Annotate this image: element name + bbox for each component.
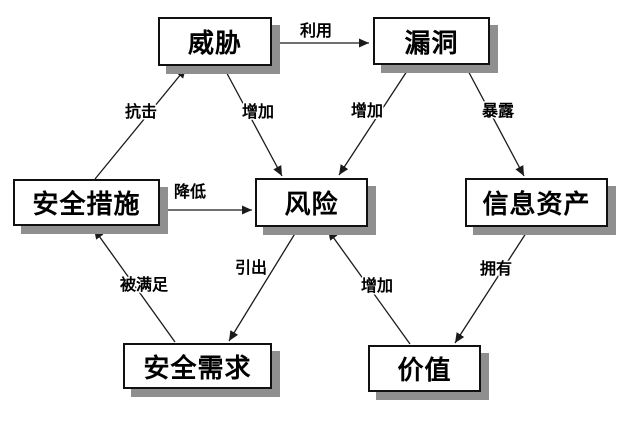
edge-line bbox=[464, 64, 525, 177]
edge-information-assets-value: 拥有 bbox=[454, 226, 531, 344]
node-security-requirements: 安全需求 bbox=[123, 343, 272, 389]
node-security-measures: 安全措施 bbox=[13, 179, 160, 226]
edge-label: 利用 bbox=[300, 21, 332, 40]
edge-security-measures-threat: 抗击 bbox=[94, 67, 187, 180]
node-label: 安全措施 bbox=[32, 190, 141, 220]
node-value: 价值 bbox=[368, 345, 481, 392]
edge-vulnerability-information-assets: 暴露 bbox=[464, 64, 525, 177]
edge-label: 增加 bbox=[351, 101, 383, 120]
edge-label: 暴露 bbox=[481, 101, 515, 120]
edge-risk-security-requirements: 引出 bbox=[228, 226, 300, 342]
edge-line bbox=[338, 64, 412, 176]
edge-line bbox=[93, 228, 176, 343]
node-vulnerability: 漏洞 bbox=[373, 17, 490, 65]
edge-vulnerability-risk: 增加 bbox=[338, 64, 412, 176]
node-label: 安全需求 bbox=[143, 353, 252, 384]
edge-security-requirements-security-measures: 被满足 bbox=[93, 228, 176, 343]
node-threat: 威胁 bbox=[158, 17, 272, 66]
node-label: 漏洞 bbox=[404, 28, 459, 59]
node-label: 威胁 bbox=[187, 29, 242, 59]
edge-label: 引出 bbox=[235, 258, 267, 277]
edge-label: 降低 bbox=[174, 182, 206, 201]
edge-label: 增加 bbox=[242, 102, 274, 121]
edge-threat-vulnerability: 利用 bbox=[272, 20, 369, 48]
edge-label: 增加 bbox=[361, 276, 393, 295]
edge-line bbox=[454, 226, 531, 344]
node-label: 风险 bbox=[284, 190, 339, 220]
node-information-assets: 信息资产 bbox=[465, 178, 608, 227]
edge-line bbox=[222, 65, 283, 177]
edge-label: 抗击 bbox=[125, 102, 157, 121]
node-label: 价值 bbox=[397, 356, 452, 386]
node-label: 信息资产 bbox=[482, 190, 591, 220]
edge-value-risk: 增加 bbox=[327, 229, 411, 345]
edge-line bbox=[228, 226, 300, 342]
edge-label: 被满足 bbox=[120, 275, 169, 294]
edge-line bbox=[94, 67, 187, 180]
edge-line bbox=[327, 229, 411, 345]
edge-label: 拥有 bbox=[480, 259, 512, 278]
edge-security-measures-risk: 降低 bbox=[160, 181, 252, 215]
edge-threat-risk: 增加 bbox=[222, 65, 283, 177]
node-risk: 风险 bbox=[255, 178, 368, 227]
